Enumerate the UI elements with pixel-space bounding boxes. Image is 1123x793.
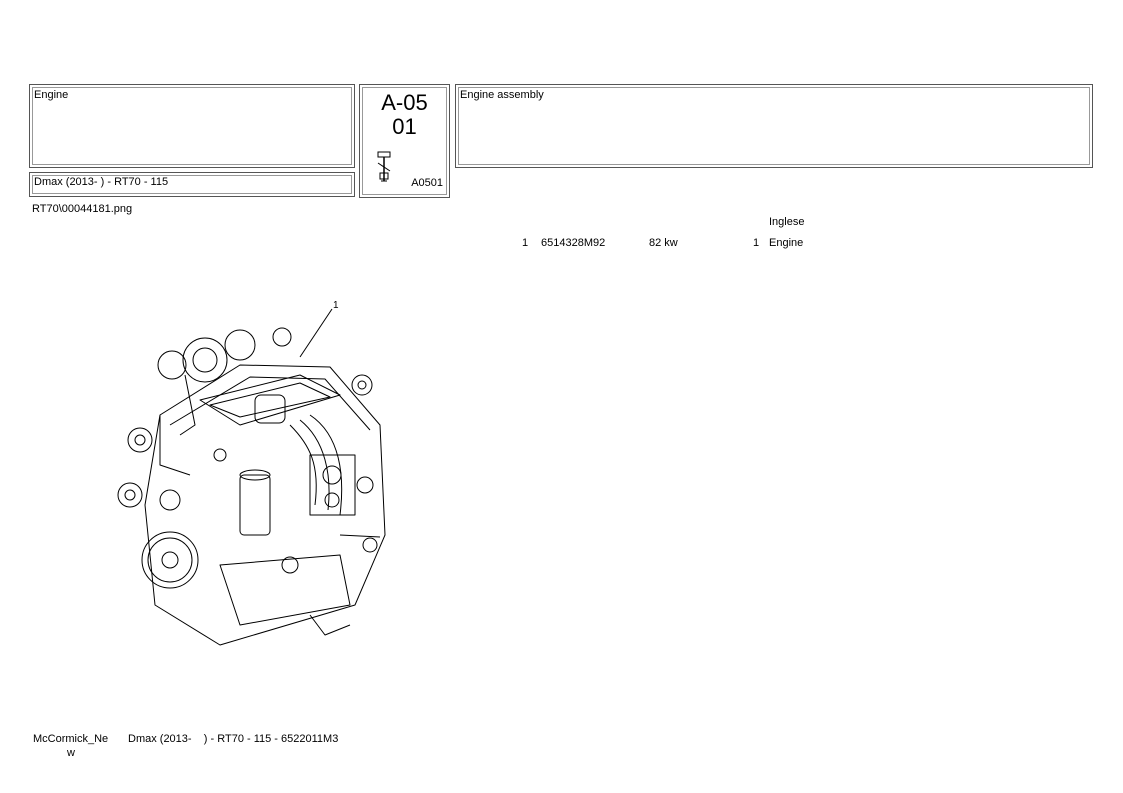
row-note: 82 kw: [649, 237, 678, 249]
row-quantity: 1: [753, 237, 760, 249]
row-position: 1: [522, 237, 529, 249]
footer-doc-ref: Dmax (2013- ) - RT70 - 115 - 6522011M3: [128, 733, 339, 745]
model-line-box: Dmax (2013- ) - RT70 - 115: [29, 172, 355, 197]
image-file-path: RT70\00044181.png: [32, 203, 133, 215]
engine-symbol-icon: [377, 151, 391, 182]
row-description: Engine: [769, 237, 804, 249]
engine-illustration: [117, 308, 386, 646]
group-title-frame: [32, 87, 352, 165]
group-title: Engine: [34, 89, 69, 101]
description: Engine assembly: [460, 89, 544, 101]
page-code: 01: [392, 114, 417, 139]
ref-code: A0501: [411, 177, 443, 189]
group-title-box: Engine: [29, 84, 355, 168]
footer-brand: McCormick_Ne: [33, 733, 109, 745]
model-line: Dmax (2013- ) - RT70 - 115: [34, 176, 169, 188]
model-line-frame: [32, 175, 352, 194]
description-box: Engine assembly: [455, 84, 1093, 168]
section-code-box: A-05 01 A0501: [359, 84, 450, 198]
section-code-frame: [362, 87, 447, 195]
language-header: Inglese: [769, 216, 805, 228]
row-part-number: 6514328M92: [541, 237, 606, 249]
description-frame: [458, 87, 1090, 165]
section-code: A-05: [381, 90, 428, 115]
footer-brand-continued: w: [67, 747, 75, 759]
callout-number: 1: [333, 300, 339, 311]
